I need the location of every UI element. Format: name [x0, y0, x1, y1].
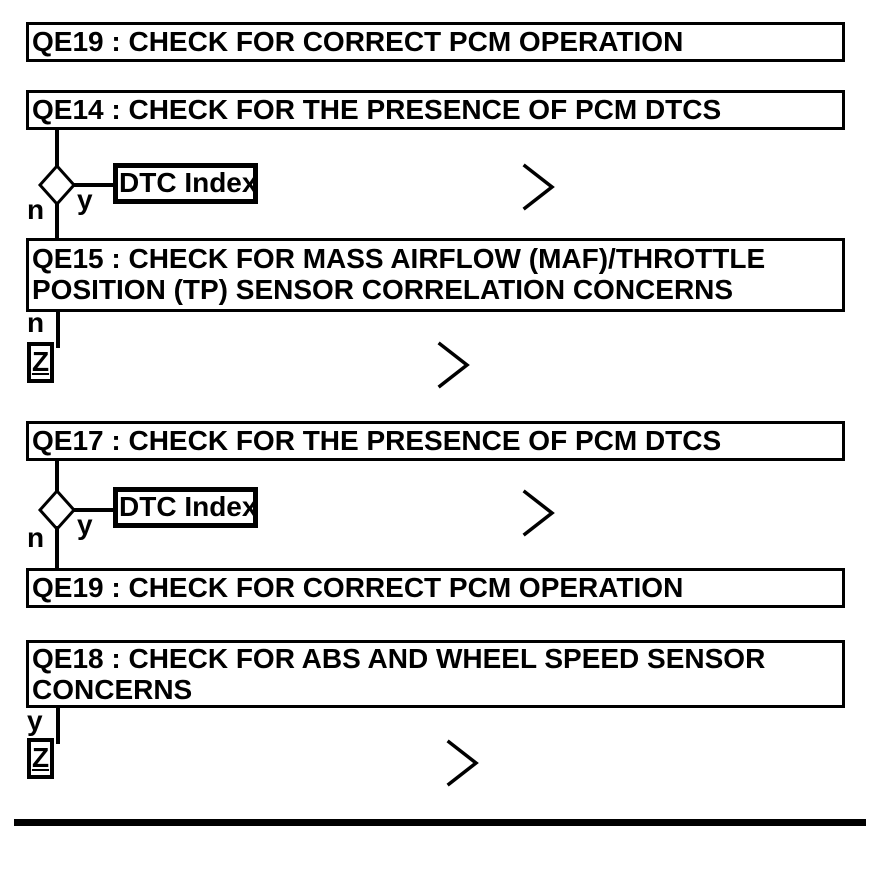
connector-line [55, 459, 59, 493]
chevron-right-icon[interactable] [437, 341, 471, 391]
connector-line [55, 202, 59, 240]
section-divider [14, 819, 866, 826]
z-connector-label: Z [31, 346, 50, 377]
branch-label-no: n [27, 194, 45, 225]
dtc-index-link[interactable]: DTC Index [113, 487, 258, 528]
branch-label-no: n [27, 307, 45, 338]
connector-line [56, 706, 60, 744]
connector-line [73, 183, 113, 187]
step-box-qe19-bottom[interactable]: QE19 : CHECK FOR CORRECT PCM OPERATION [26, 568, 845, 608]
chevron-right-icon[interactable] [446, 739, 480, 789]
branch-label-yes: y [77, 184, 93, 215]
step-box-qe17[interactable]: QE17 : CHECK FOR THE PRESENCE OF PCM DTC… [26, 421, 845, 461]
branch-label-yes: y [27, 705, 43, 736]
step-box-qe18[interactable]: QE18 : CHECK FOR ABS AND WHEEL SPEED SEN… [26, 640, 845, 708]
z-connector[interactable]: Z [27, 738, 54, 779]
connector-line [55, 128, 59, 168]
chevron-right-icon[interactable] [522, 163, 556, 213]
z-connector[interactable]: Z [27, 342, 54, 383]
step-box-qe15[interactable]: QE15 : CHECK FOR MASS AIRFLOW (MAF)/THRO… [26, 238, 845, 312]
step-box-qe14[interactable]: QE14 : CHECK FOR THE PRESENCE OF PCM DTC… [26, 90, 845, 130]
branch-label-no: n [27, 522, 45, 553]
connector-line [55, 526, 59, 570]
dtc-index-link[interactable]: DTC Index [113, 163, 258, 204]
connector-line [56, 310, 60, 348]
step-box-qe19-top[interactable]: QE19 : CHECK FOR CORRECT PCM OPERATION [26, 22, 845, 62]
connector-line [73, 508, 113, 512]
z-connector-label: Z [31, 742, 50, 773]
chevron-right-icon[interactable] [522, 489, 556, 539]
branch-label-yes: y [77, 509, 93, 540]
